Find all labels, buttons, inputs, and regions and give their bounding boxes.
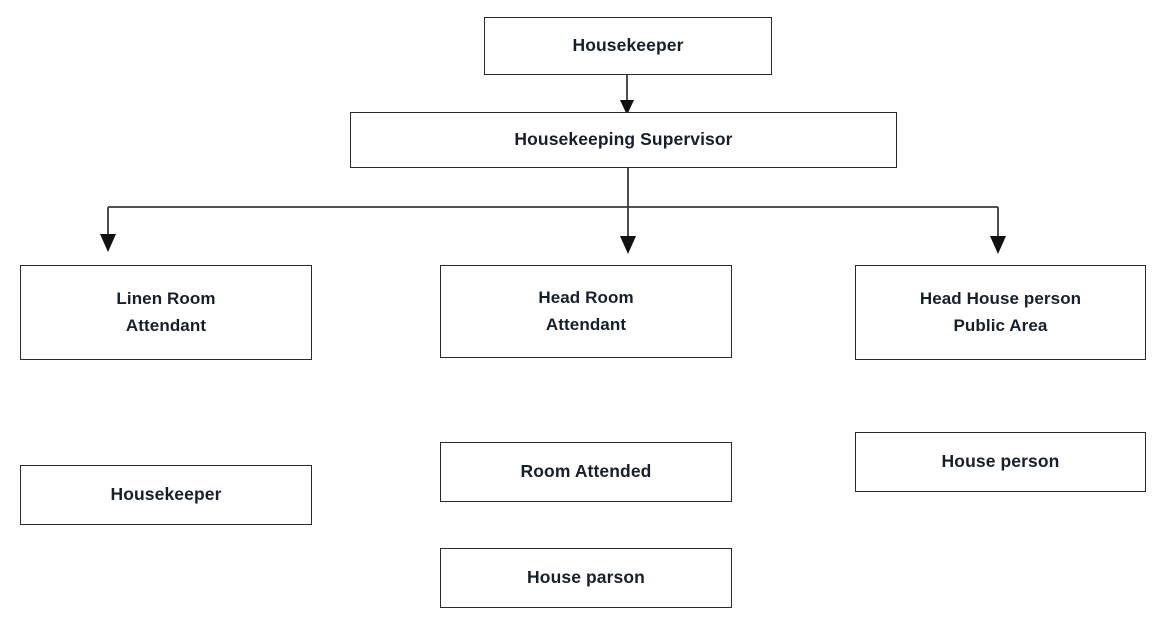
node-housekeeping-supervisor[interactable]: Housekeeping Supervisor (350, 112, 897, 168)
connector-supervisor-to-head-house-person (990, 207, 1006, 254)
node-label: Head House person Public Area (919, 289, 1082, 335)
connector-supervisor-to-head-room-attendant (620, 207, 636, 254)
node-label: Housekeeping Supervisor (514, 129, 733, 150)
node-housekeeper-top[interactable]: Housekeeper (484, 17, 772, 75)
node-label: Linen Room Attendant (116, 289, 216, 335)
node-house-parson[interactable]: House parson (440, 548, 732, 608)
node-head-room-attendant[interactable]: Head Room Attendant (440, 265, 732, 358)
node-linen-room-attendant[interactable]: Linen Room Attendant (20, 265, 312, 360)
node-label: House person (941, 451, 1060, 472)
node-house-person[interactable]: House person (855, 432, 1146, 492)
connector-housekeeper-to-supervisor (620, 75, 634, 115)
node-housekeeper-bottom[interactable]: Housekeeper (20, 465, 312, 525)
node-head-house-person-public-area[interactable]: Head House person Public Area (855, 265, 1146, 360)
node-label: House parson (527, 567, 645, 588)
connector-supervisor-to-linen-room-attendant (100, 207, 116, 252)
node-room-attended[interactable]: Room Attended (440, 442, 732, 502)
node-label: Room Attended (520, 461, 652, 482)
node-label: Housekeeper (572, 35, 684, 56)
node-label: Housekeeper (110, 484, 222, 505)
node-label: Head Room Attendant (538, 288, 634, 334)
